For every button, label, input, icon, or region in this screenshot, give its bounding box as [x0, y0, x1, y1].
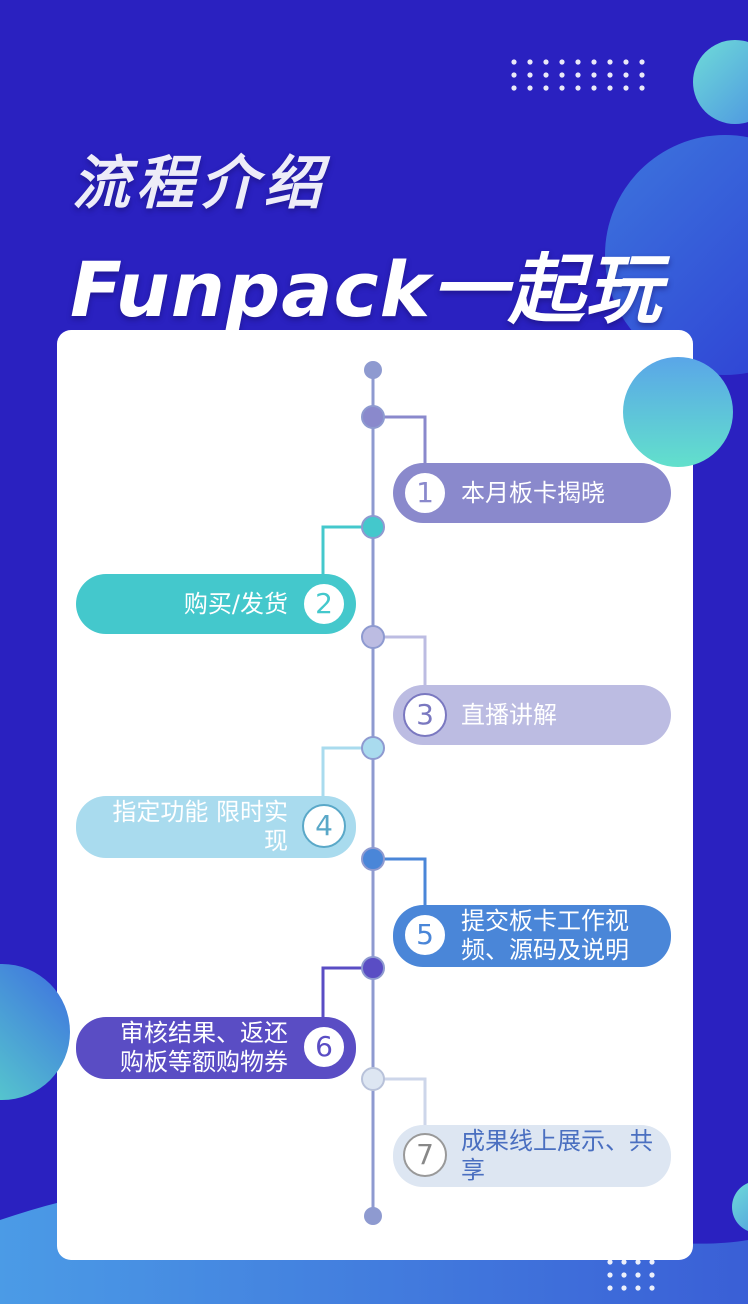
step-number: 3 [403, 693, 447, 737]
timeline-node [361, 625, 385, 649]
step-label: 成果线上展示、共享 [461, 1127, 653, 1184]
step-label: 直播讲解 [461, 700, 557, 729]
dot [559, 72, 565, 78]
dot [527, 85, 533, 91]
step-1: 1 本月板卡揭晓 [393, 463, 671, 523]
timeline-bottom-cap [364, 1207, 382, 1225]
step-number: 6 [302, 1025, 346, 1069]
dot-grid-bottom [607, 1259, 655, 1291]
dot [543, 59, 549, 65]
step-connector [373, 635, 427, 693]
timeline-top-cap [364, 361, 382, 379]
step-label: 购买/发货 [183, 589, 288, 618]
dot [623, 59, 629, 65]
dot [575, 59, 581, 65]
dot [527, 59, 533, 65]
timeline-node [361, 515, 385, 539]
dot [607, 1259, 613, 1265]
step-label: 指定功能 限时实现 [112, 798, 288, 855]
step-label: 审核结果、返还购板等额购物券 [120, 1019, 288, 1076]
dot [591, 85, 597, 91]
dot [543, 72, 549, 78]
step-7: 7 成果线上展示、共享 [393, 1125, 671, 1187]
deco-circle-large [605, 135, 748, 375]
step-connector [373, 415, 427, 471]
step-4: 4 指定功能 限时实现 [76, 796, 356, 858]
dot [621, 1259, 627, 1265]
timeline-node [361, 956, 385, 980]
dot [591, 59, 597, 65]
dot-grid-top [511, 59, 645, 91]
dot [511, 72, 517, 78]
dot [607, 1285, 613, 1291]
step-5: 5 提交板卡工作视频、源码及说明 [393, 905, 671, 967]
timeline-node [361, 736, 385, 760]
deco-circle-bottom-right [732, 1183, 748, 1231]
page-title: 流程介绍 [72, 149, 329, 217]
deco-circle-small-top [693, 40, 748, 124]
step-number: 5 [403, 913, 447, 957]
dot [527, 72, 533, 78]
dot [607, 1272, 613, 1278]
step-number: 4 [302, 804, 346, 848]
dot [639, 85, 645, 91]
dot [607, 59, 613, 65]
timeline-node [361, 405, 385, 429]
step-connector [373, 1077, 427, 1134]
dot [559, 85, 565, 91]
dot [623, 72, 629, 78]
dot [639, 72, 645, 78]
step-label: 本月板卡揭晓 [461, 478, 605, 507]
step-6: 6 审核结果、返还购板等额购物券 [76, 1017, 356, 1079]
dot [649, 1259, 655, 1265]
dot [559, 59, 565, 65]
dot [635, 1259, 641, 1265]
dot [511, 85, 517, 91]
dot [607, 85, 613, 91]
timeline-node [361, 847, 385, 871]
dot [623, 85, 629, 91]
page-subtitle: Funpack一起玩 [70, 245, 663, 334]
step-label: 提交板卡工作视频、源码及说明 [461, 907, 629, 964]
dot [607, 72, 613, 78]
step-3: 3 直播讲解 [393, 685, 671, 745]
step-connector [321, 966, 373, 1026]
dot [635, 1285, 641, 1291]
dot [621, 1272, 627, 1278]
dot [639, 59, 645, 65]
dot [511, 59, 517, 65]
timeline-node [361, 1067, 385, 1091]
step-2: 2 购买/发货 [76, 574, 356, 634]
dot [575, 72, 581, 78]
dot [575, 85, 581, 91]
dot [649, 1285, 655, 1291]
step-number: 7 [403, 1133, 447, 1177]
step-connector [373, 857, 427, 914]
step-number: 2 [302, 582, 346, 626]
step-connector [321, 746, 373, 805]
dot [591, 72, 597, 78]
dot [635, 1272, 641, 1278]
dot [621, 1285, 627, 1291]
step-connector [321, 525, 373, 582]
step-number: 1 [403, 471, 447, 515]
dot [649, 1272, 655, 1278]
dot [543, 85, 549, 91]
